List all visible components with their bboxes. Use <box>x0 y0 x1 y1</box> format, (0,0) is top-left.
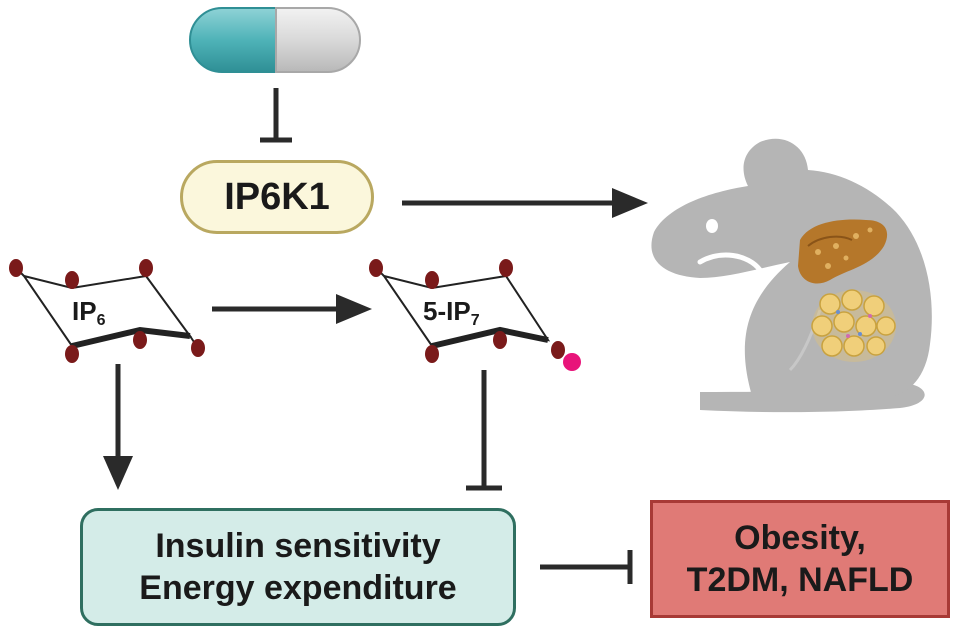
disease-line-2: T2DM, NAFLD <box>686 561 914 599</box>
inhibition-insulin-to-disease <box>540 550 633 584</box>
insulin-line-1: Insulin sensitivity <box>155 527 441 565</box>
mouse-icon <box>651 138 932 413</box>
arrow-ip6-to-insulin <box>103 364 133 490</box>
insulin-line-2: Energy expenditure <box>139 569 457 607</box>
ip7-label-sub: 7 <box>470 312 480 329</box>
adipose-tissue-icon <box>811 289 896 362</box>
insulin-energy-node: Insulin sensitivity Energy expenditure <box>80 508 516 626</box>
arrow-ip6k1-to-mouse <box>402 188 648 218</box>
pyrophosphate-dot <box>563 353 581 371</box>
ip6-label-base: IP <box>72 296 97 326</box>
drug-capsule-icon <box>189 7 361 73</box>
ip6k1-node: IP6K1 <box>180 160 374 234</box>
ip6k1-label: IP6K1 <box>224 175 330 218</box>
ip7-ring <box>369 259 581 371</box>
ip7-label: 5-IP7 <box>423 296 480 330</box>
ip6-label: IP6 <box>72 296 105 330</box>
liver-icon <box>798 219 888 284</box>
inhibition-line-drug-to-ip6k1 <box>260 88 292 143</box>
arrow-ip6-to-ip7 <box>212 294 372 324</box>
inhibition-ip7-to-insulin <box>466 370 502 491</box>
ip6-label-sub: 6 <box>96 312 106 329</box>
ip6-ring <box>9 259 205 363</box>
ip7-label-base: 5-IP <box>423 296 471 326</box>
disease-line-1: Obesity, <box>734 519 866 557</box>
disease-node: Obesity, T2DM, NAFLD <box>650 500 950 618</box>
